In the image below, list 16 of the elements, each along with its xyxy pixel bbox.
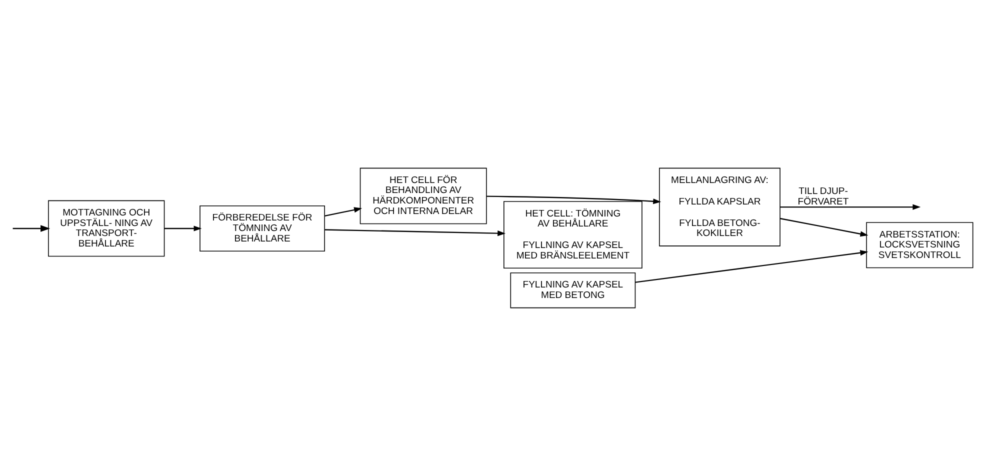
node-box: MELLANLAGRING AV: FYLLDA KAPSLAR FYLLDA BETONG- KOKILLER [659, 167, 780, 246]
arrow [324, 228, 506, 236]
node-box: MOTTAGNING OCH UPPSTÄLL- NING AV TRANSPORT- BEHÅLLARE [48, 200, 165, 256]
node-box: ARBETSSTATION: LOCKSVETSNING SVETSKONTROLL [866, 222, 974, 268]
node-box: FÖRBEREDELSE FÖR TÖMNING AV BEHÅLLARE [200, 204, 325, 251]
node-box: FYLLNING AV KAPSEL MED BETONG [510, 272, 636, 308]
node-box: HET CELL: TÖMNING AV BEHÅLLARE FYLLNING AV KAPSEL MED BRÄNSLEELEMENT [504, 200, 642, 268]
arrow [635, 250, 868, 282]
arrow [780, 204, 921, 210]
arrow [486, 195, 662, 204]
edge-label: TILL DJUP- FÖRVARET [798, 186, 849, 207]
arrow [324, 206, 362, 216]
arrow [12, 224, 50, 232]
node-box: HET CELL FÖR BEHANDLING AV HÄRDKOMPONENTER OCH INTERNA DELAR [360, 167, 487, 224]
arrow [164, 225, 202, 231]
arrow [780, 217, 868, 236]
